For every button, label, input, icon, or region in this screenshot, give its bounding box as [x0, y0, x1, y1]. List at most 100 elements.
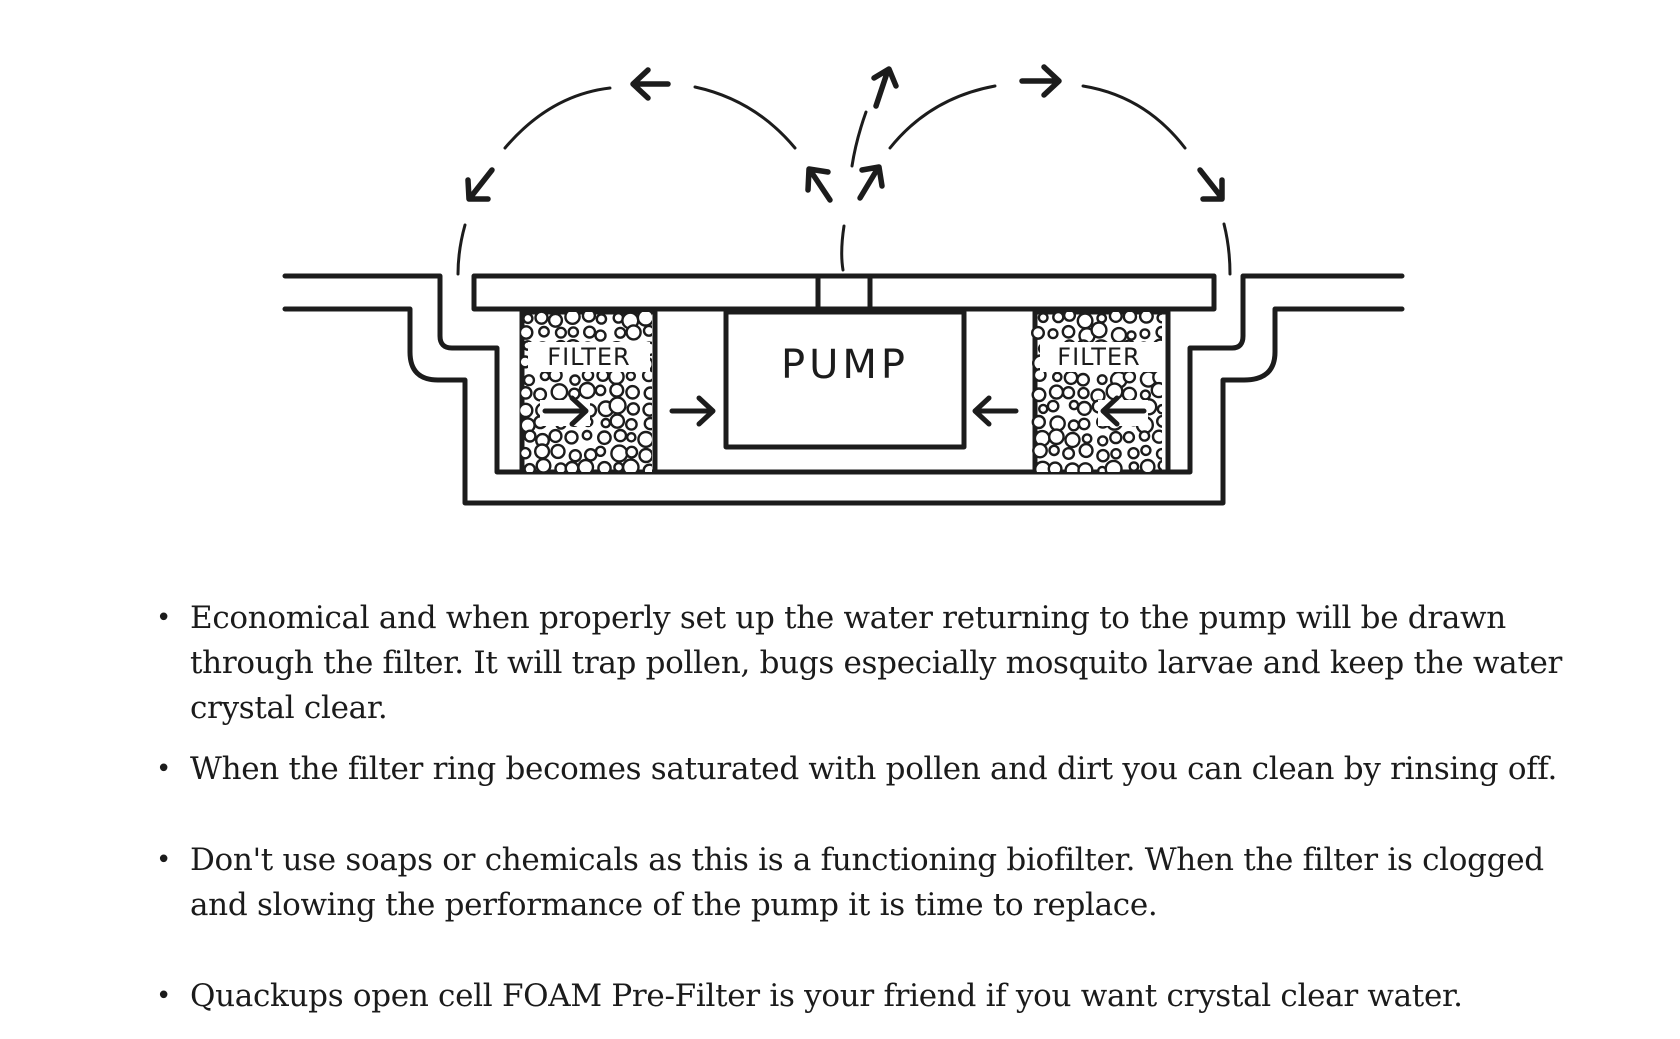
foam-bubble	[1077, 462, 1094, 472]
foam-bubble	[1157, 459, 1162, 472]
list-item: Quackups open cell FOAM Pre-Filter is yo…	[150, 974, 1610, 1019]
foam-bubble	[638, 447, 652, 464]
foam-bubble	[522, 374, 536, 387]
foam-bubble	[1126, 330, 1137, 341]
foam-bubble	[539, 370, 551, 382]
foam-bubble	[1032, 442, 1048, 459]
foam-bubble	[523, 429, 537, 443]
arrow-down-right-icon	[1197, 167, 1225, 202]
foam-bubble	[1052, 312, 1065, 324]
foam-bubble	[1064, 431, 1081, 449]
foam-bubble	[1081, 433, 1093, 444]
foam-bubble	[610, 444, 629, 463]
pump-lid	[471, 273, 1217, 312]
foam-bubble	[1067, 419, 1080, 432]
foam-bubble	[621, 458, 640, 472]
foam-bubble	[520, 402, 534, 419]
list-item: When the filter ring becomes saturated w…	[150, 747, 1610, 792]
foam-bubble	[643, 386, 652, 401]
foam-bubble	[564, 430, 579, 445]
foam-bubble	[583, 447, 598, 462]
foam-bubble	[1062, 447, 1076, 461]
foam-bubble	[626, 431, 637, 443]
foam-bubble	[1031, 387, 1047, 403]
foam-bubble	[1096, 435, 1109, 447]
foam-bubble	[625, 445, 639, 459]
foam-bubble	[1138, 430, 1151, 442]
foam-bubble	[625, 324, 642, 341]
foam-bubble	[642, 402, 652, 417]
foam-bubble	[608, 396, 627, 415]
foam-bubble	[554, 326, 568, 339]
foam-bubble	[1062, 312, 1077, 322]
water-spray-arcs	[456, 84, 1232, 276]
foam-bubble	[594, 384, 607, 397]
spray-arrows	[465, 64, 1225, 203]
foam-bubble	[564, 312, 581, 325]
arrow-left-icon	[1100, 395, 1147, 427]
foam-bubble	[1138, 312, 1154, 324]
foam-bubble	[547, 312, 564, 328]
foam-bubble	[581, 429, 593, 441]
arrow-right-icon	[669, 395, 716, 427]
foam-bubble	[1048, 444, 1060, 457]
foam-bubble	[520, 386, 533, 400]
arrow-up-right-icon	[857, 164, 885, 201]
foam-bubble	[1037, 403, 1049, 415]
foam-bubble	[1032, 368, 1047, 383]
foam-bubble	[533, 443, 551, 460]
foam-bubble	[1139, 389, 1152, 401]
list-item: Don't use soaps or chemicals as this is …	[150, 838, 1610, 928]
foam-bubble	[594, 329, 607, 342]
foam-bubble	[595, 313, 608, 325]
foam-bubble	[1090, 321, 1108, 339]
foam-bubble	[1128, 461, 1140, 472]
foam-bubble	[1077, 386, 1090, 400]
foam-bubble	[550, 443, 566, 460]
foam-bubble	[642, 463, 652, 472]
left-filter: FILTER	[519, 309, 658, 475]
foam-bubble	[569, 374, 581, 386]
foam-bubble	[1048, 384, 1065, 400]
foam-bubble	[643, 416, 652, 431]
foam-bubble	[1155, 325, 1162, 339]
foam-bubble	[613, 461, 625, 472]
foam-bubble	[1049, 415, 1066, 432]
foam-bubble	[1076, 312, 1094, 330]
foam-bubble	[1122, 312, 1138, 324]
foam-bubble	[625, 370, 636, 382]
arrow-down-left-icon	[465, 167, 495, 202]
foam-bubble	[1110, 447, 1122, 460]
foam-bubble	[609, 382, 625, 398]
arrow-right-icon	[1019, 64, 1062, 98]
foam-bubble	[625, 384, 640, 400]
foam-bubble	[642, 324, 652, 337]
filter-left-label: FILTER	[547, 343, 630, 371]
foam-bubble	[1061, 324, 1076, 339]
foam-bubble	[1110, 326, 1128, 344]
foam-bubble	[1076, 400, 1093, 417]
foam-bubble	[523, 462, 536, 472]
foam-bubble	[522, 312, 534, 325]
foam-bubble	[636, 312, 652, 327]
foam-bubble	[1030, 325, 1045, 340]
foam-bubble	[1122, 370, 1137, 384]
filter-right-label: FILTER	[1057, 343, 1140, 371]
foam-bubble	[1048, 428, 1065, 446]
foam-bubble	[1076, 372, 1091, 387]
foam-bubble	[1105, 382, 1124, 401]
foam-bubble	[626, 402, 641, 416]
foam-bubble	[1078, 442, 1094, 459]
foam-bubble	[637, 430, 652, 448]
foam-bubble	[1031, 414, 1047, 430]
foam-bubble	[1047, 328, 1059, 340]
foam-bubble	[614, 326, 627, 339]
foam-bubble	[1047, 461, 1063, 472]
foam-bubble	[533, 387, 548, 402]
right-filter: FILTER	[1030, 309, 1171, 475]
arrow-left-icon	[972, 395, 1019, 427]
foam-bubble	[582, 325, 597, 339]
foam-bubble	[1151, 429, 1162, 444]
foam-bubble	[625, 417, 638, 431]
foam-bubble	[578, 381, 596, 400]
